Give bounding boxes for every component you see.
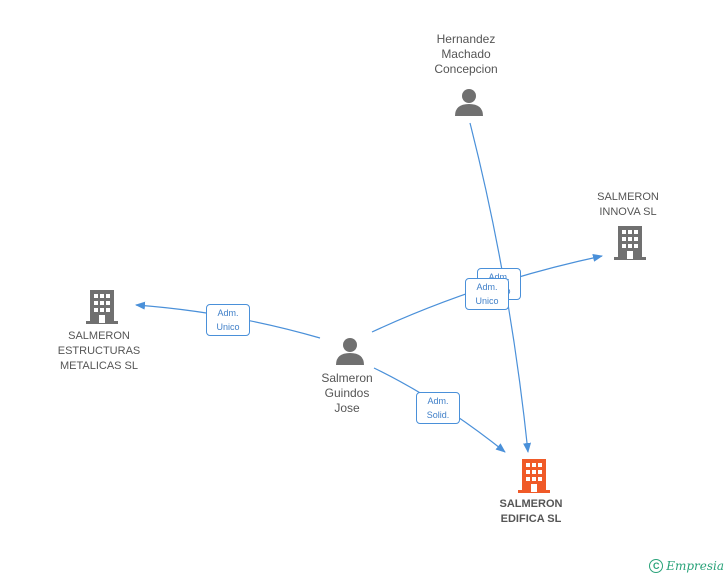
building-icon[interactable] — [518, 459, 550, 493]
copyright-icon: C — [649, 559, 664, 573]
building-icon[interactable] — [86, 290, 118, 324]
person-icon[interactable] — [454, 87, 484, 117]
person-icon[interactable] — [335, 336, 365, 366]
person-label-hernandez[interactable]: Hernandez Machado Concepcion — [434, 32, 498, 76]
edge-badge-jose-innova[interactable]: Adm. Unico — [465, 278, 509, 310]
company-label-edifica[interactable]: SALMERON EDIFICA SL — [499, 498, 563, 525]
company-label-estructuras[interactable]: SALMERON ESTRUCTURAS METALICAS SL — [57, 330, 141, 372]
brand-logo-text[interactable]: Empresia — [666, 559, 724, 573]
company-label-innova[interactable]: SALMERON INNOVA SL — [597, 191, 659, 218]
brand-footer: C Empresia — [649, 559, 724, 573]
person-label-salmeron-jose[interactable]: Salmeron Guindos Jose — [321, 371, 373, 415]
edge-badge-jose-estructuras[interactable]: Adm. Unico — [206, 304, 250, 336]
building-icon[interactable] — [614, 226, 646, 260]
edge-badge-jose-edifica[interactable]: Adm. Solid. — [416, 392, 460, 424]
